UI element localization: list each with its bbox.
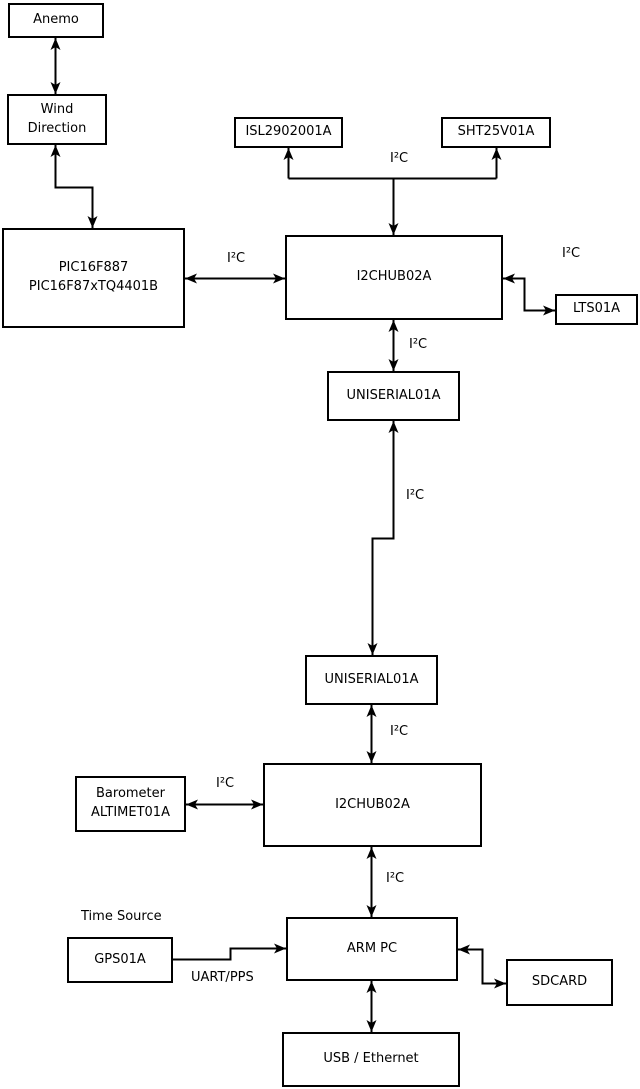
node-gps01a: GPS01A bbox=[67, 937, 173, 983]
node-i2chub02a-top: I2CHUB02A bbox=[285, 235, 503, 320]
node-arm-pc: ARM PC bbox=[286, 917, 458, 981]
edge-i2chub-top-lts bbox=[503, 273, 555, 316]
edge-label-i2c-barometer: I²C bbox=[216, 776, 235, 791]
node-sht25v01a: SHT25V01A bbox=[441, 117, 551, 148]
edge-label-i2c-pic-hub: I²C bbox=[227, 251, 246, 266]
node-sdcard: SDCARD bbox=[506, 959, 613, 1006]
node-usb-ethernet: USB / Ethernet bbox=[282, 1032, 460, 1087]
edge-label-i2c-sensor-bus: I²C bbox=[390, 151, 409, 166]
edge-label-uart-pps: UART/PPS bbox=[191, 970, 254, 985]
edge-label-i2c-hub-uniserial-top: I²C bbox=[409, 337, 428, 352]
edge-label-i2c-hub-armpc: I²C bbox=[386, 871, 405, 886]
edge-uniserial-top-uniserial-bottom bbox=[367, 421, 399, 655]
edge-armpc-sdcard bbox=[458, 944, 506, 989]
node-barometer-altimet01a: Barometer ALTIMET01A bbox=[75, 776, 186, 832]
node-anemo: Anemo bbox=[8, 3, 104, 38]
node-uniserial01a-top: UNISERIAL01A bbox=[327, 371, 460, 421]
edge-label-i2c-uniserial-link: I²C bbox=[406, 488, 425, 503]
edge-label-i2c-lts: I²C bbox=[562, 246, 581, 261]
edge-label-i2c-uniserial-bottom-hub: I²C bbox=[390, 724, 409, 739]
node-isl2902001a: ISL2902001A bbox=[234, 117, 343, 148]
node-i2chub02a-bottom: I2CHUB02A bbox=[263, 763, 482, 847]
label-time-source: Time Source bbox=[81, 909, 162, 924]
node-lts01a: LTS01A bbox=[555, 294, 638, 325]
edge-gps-armpc bbox=[173, 943, 286, 961]
node-uniserial01a-bottom: UNISERIAL01A bbox=[305, 655, 438, 705]
edge-winddirection-pic bbox=[50, 145, 98, 228]
node-wind-direction: Wind Direction bbox=[7, 94, 107, 145]
node-pic16f887: PIC16F887 PIC16F87xTQ4401B bbox=[2, 228, 185, 328]
